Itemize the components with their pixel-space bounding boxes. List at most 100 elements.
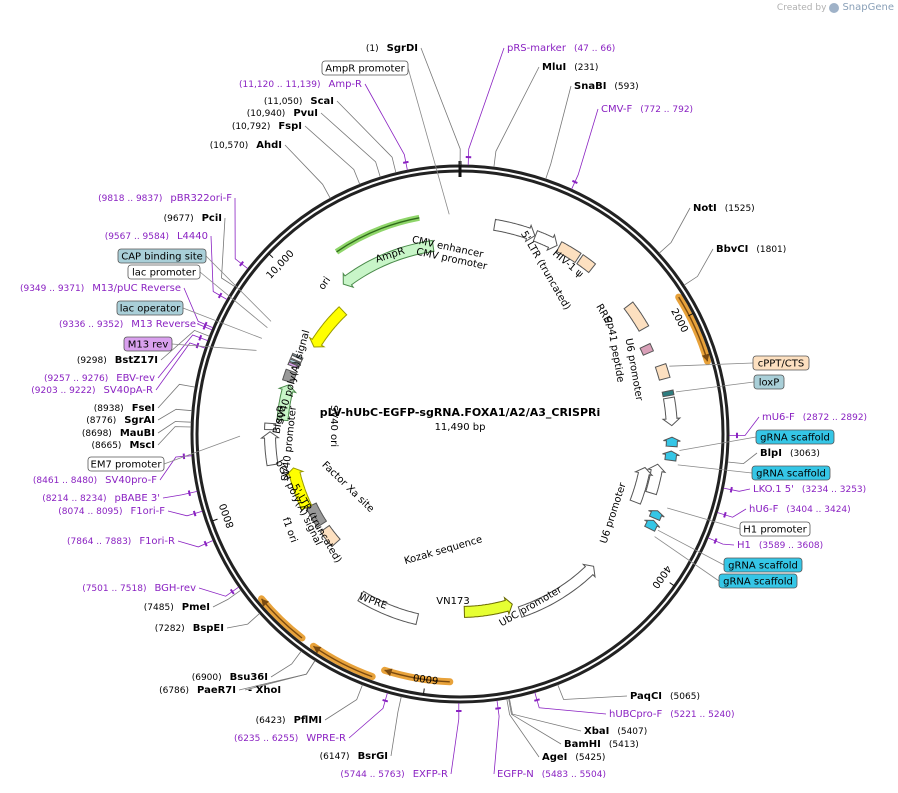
primer-wpre-r[interactable]: WPRE-R(6235 .. 6255): [234, 733, 346, 744]
label-box-em7-promoter-5[interactable]: EM7 promoter: [87, 456, 165, 472]
primer-m13-reverse[interactable]: M13 Reverse(9336 .. 9352): [59, 319, 196, 330]
site-mlui[interactable]: MluI(231): [542, 62, 598, 73]
primer-f1ori-f[interactable]: F1ori-F(8074 .. 8095): [58, 506, 165, 517]
feature-cmv-enhancer-2[interactable]: [493, 218, 536, 243]
feature-gp41-peptide-7[interactable]: [639, 342, 655, 356]
site-ahdi[interactable]: AhdI(10,570): [210, 140, 282, 151]
feature-m13-rev-27[interactable]: [287, 361, 300, 370]
site-pmei[interactable]: PmeI(7485): [144, 602, 210, 613]
primer-egfp-n[interactable]: EGFP-N(5483 .. 5504): [497, 769, 606, 780]
primer-pbabe-3[interactable]: pBABE 3'(8214 .. 8234): [42, 493, 160, 504]
primer-bgh-rev[interactable]: BGH-rev(7501 .. 7518): [82, 583, 196, 594]
site-maubi[interactable]: MauBI(8698): [82, 428, 155, 439]
feature-rre-6[interactable]: [623, 301, 650, 332]
feature-sv40-promoter-23[interactable]: [259, 431, 281, 467]
feature-grna-scaffold-11[interactable]: [663, 436, 681, 448]
primer-mu6-f[interactable]: mU6-F(2872 .. 2892): [762, 412, 867, 423]
primer-amp-r[interactable]: Amp-R(11,120 .. 11,139): [239, 79, 362, 90]
label-box-grna-scaffold-8[interactable]: gRNA scaffold: [755, 429, 835, 445]
primer-h1[interactable]: H1(3589 .. 3608): [737, 540, 823, 551]
label-box-lac-promoter-2[interactable]: lac promoter: [127, 264, 201, 280]
primer-hubcpro-f[interactable]: hUBCpro-F(5221 .. 5240): [609, 709, 735, 720]
feature-loxp-9[interactable]: [661, 389, 675, 398]
primer-sv40pro-f[interactable]: SV40pro-F(8461 .. 8480): [33, 475, 157, 486]
feature-hiv-1-5[interactable]: [576, 254, 597, 274]
site-bspei[interactable]: BspEI(7282): [155, 623, 224, 634]
primer-name: M13 Reverse: [131, 319, 196, 330]
label-box-grna-scaffold-11[interactable]: gRNA scaffold: [723, 557, 803, 573]
feature-sv40-poly-a-signal-26[interactable]: [282, 368, 298, 384]
primer-sv40pa-r[interactable]: SV40pA-R(9203 .. 9222): [31, 385, 153, 396]
site-position: (9677): [164, 214, 194, 224]
site-msci[interactable]: MscI(8665): [92, 440, 156, 451]
primer-m13-puc-reverse[interactable]: M13/pUC Reverse(9349 .. 9371): [20, 283, 181, 294]
site-snabi[interactable]: SnaBI(593): [574, 81, 639, 92]
site-position: (8698): [82, 429, 112, 439]
feature-cap-binding-site-30[interactable]: [291, 352, 304, 360]
label-box-cppt-cts-6[interactable]: cPPT/CTS: [752, 355, 810, 371]
site-pvui[interactable]: PvuI(10,940): [247, 108, 318, 119]
feature-h1-promoter-14[interactable]: [629, 466, 654, 505]
feature-vn173-18[interactable]: [463, 596, 513, 618]
site-agei[interactable]: AgeI(5425): [542, 752, 605, 763]
feature-grna-scaffold-16[interactable]: [644, 519, 661, 532]
feature-lac-promoter-29[interactable]: [289, 354, 303, 364]
feature-5-ltr-truncated-4[interactable]: [555, 241, 582, 264]
feature-cmv-promoter-3[interactable]: [532, 230, 558, 252]
label-box-m13-rev-4[interactable]: M13 rev: [123, 336, 173, 352]
feature-ubc-promoter-17[interactable]: [517, 563, 596, 618]
feature-wpre-19[interactable]: [357, 590, 420, 626]
label-box-grna-scaffold-9[interactable]: gRNA scaffold: [751, 465, 831, 481]
primer-cmv-f[interactable]: CMV-F(772 .. 792): [601, 104, 693, 115]
primer-f1ori-r[interactable]: F1ori-R(7864 .. 7883): [67, 536, 175, 547]
site-pflmi[interactable]: PflMI(6423): [256, 715, 322, 726]
feature-u6-promoter-13[interactable]: [645, 463, 667, 496]
site-bamhi[interactable]: BamHI(5413): [564, 739, 639, 750]
feature-em7-promoter-24[interactable]: [264, 422, 277, 431]
primer-hu6-f[interactable]: hU6-F(3404 .. 3424): [749, 504, 851, 515]
label-box-ampr-promoter-0[interactable]: AmpR promoter: [321, 60, 409, 76]
feature-ampr-0[interactable]: [342, 239, 435, 289]
site-scai[interactable]: ScaI(11,050): [264, 96, 334, 107]
site-bsrgi[interactable]: BsrGI(6147): [320, 751, 388, 762]
site-bbvci[interactable]: BbvCI(1801): [716, 244, 786, 255]
feature-grna-scaffold-12[interactable]: [662, 450, 680, 462]
feature-ori-1[interactable]: [308, 306, 348, 348]
site-paqci[interactable]: PaqCI(5065): [630, 691, 700, 702]
site-pcii[interactable]: PciI(9677): [164, 213, 222, 224]
site-fspi[interactable]: FspI(10,792): [232, 121, 302, 132]
label-box-h1-promoter-10[interactable]: H1 promoter: [739, 521, 811, 537]
site-paer7i[interactable]: PaeR7I(6786): [159, 685, 236, 696]
tick-4000: [669, 582, 675, 587]
primer-l4440[interactable]: L4440(9567 .. 9584): [105, 231, 208, 242]
site-bstz17i[interactable]: BstZ17I(9298): [77, 355, 158, 366]
primer-pbr322ori-f[interactable]: pBR322ori-F(9818 .. 9837): [98, 193, 232, 204]
feature-u6-promoter-10[interactable]: [661, 396, 682, 427]
primer-name: H1: [737, 540, 751, 551]
feature-bgh-poly-a-signal-21[interactable]: [305, 502, 328, 528]
site-sgrdi[interactable]: SgrDI(1): [366, 43, 418, 54]
site-blpi[interactable]: BlpI(3063): [760, 448, 820, 459]
site-xhoi[interactable]: - XhoI: [248, 685, 281, 696]
site-xbai[interactable]: XbaI(5407): [584, 726, 647, 737]
feature-cppt-cts-8[interactable]: [654, 362, 671, 381]
feature-grna-scaffold-15[interactable]: [648, 510, 665, 522]
site-noti[interactable]: NotI(1525): [693, 203, 755, 214]
feature-5-ltr-truncated-20[interactable]: [319, 524, 341, 548]
tick-label-4000: 4000: [649, 563, 673, 590]
primer-ebv-rev[interactable]: EBV-rev(9257 .. 9276): [44, 373, 155, 384]
feature-lac-operator-28[interactable]: [288, 358, 302, 367]
primer-lko-1-5[interactable]: LKO.1 5'(3234 .. 3253): [753, 484, 866, 495]
primer-exfp-r[interactable]: EXFP-R(5744 .. 5763): [340, 769, 448, 780]
site-sgrai[interactable]: SgrAI(8776): [86, 415, 155, 426]
label-box-loxp-7[interactable]: loxP: [753, 374, 785, 390]
label-box-grna-scaffold-12[interactable]: gRNA scaffold: [718, 573, 798, 589]
label-box-lac-operator-3[interactable]: lac operator: [116, 300, 184, 316]
site-fsei[interactable]: FseI(8938): [94, 403, 155, 414]
site-bsu36i[interactable]: Bsu36I(6900): [192, 672, 268, 683]
ring-label-gp41-peptide-7: gp41 peptide: [603, 316, 625, 384]
feature-f1-ori-22[interactable]: [284, 467, 313, 511]
label-box-cap-binding-site-1[interactable]: CAP binding site: [117, 248, 207, 264]
primer-prs-marker[interactable]: pRS-marker(47 .. 66): [507, 43, 615, 54]
feature-bleor-25[interactable]: [276, 384, 298, 422]
